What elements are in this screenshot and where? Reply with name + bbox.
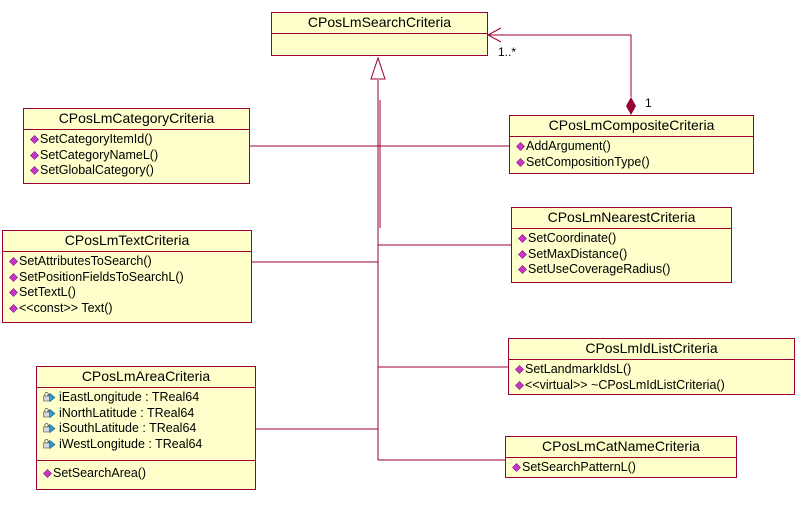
- operations: SetCoordinate()SetMaxDistance()SetUseCov…: [512, 229, 731, 280]
- operation-row: SetCompositionType(): [516, 155, 753, 171]
- generalization-arrowhead: [370, 56, 386, 80]
- operation-text: SetGlobalCategory(): [40, 163, 154, 177]
- operation-row: SetTextL(): [9, 285, 251, 301]
- operation-text: SetCompositionType(): [526, 154, 650, 169]
- attribute-text: iNorthLatitude : TReal64: [59, 405, 195, 420]
- attribute-row: iWestLongitude : TReal64: [43, 437, 255, 453]
- class-name: CPosLmTextCriteria: [3, 231, 251, 252]
- operation-row: SetUseCoverageRadius(): [518, 262, 731, 278]
- class-composite-criteria[interactable]: CPosLmCompositeCriteria AddArgument()Set…: [509, 115, 754, 174]
- operation-diamond-icon: [515, 365, 524, 375]
- operation-text: SetSearchArea(): [53, 466, 147, 480]
- operation-text: SetPositionFieldsToSearchL(): [19, 269, 184, 284]
- operation-text: SetTextL(): [19, 285, 76, 299]
- operation-text: SetCategoryNameL(): [40, 147, 159, 162]
- operation-diamond-icon: [518, 265, 527, 275]
- private-attribute-icon: [43, 423, 56, 434]
- class-idlist-criteria[interactable]: CPosLmIdListCriteria SetLandmarkIdsL()<<…: [508, 338, 795, 395]
- class-name: CPosLmIdListCriteria: [509, 339, 794, 360]
- private-attribute-icon: [43, 392, 56, 403]
- operations: SetLandmarkIdsL()<<virtual>> ~CPosLmIdLi…: [509, 360, 794, 395]
- class-category-criteria[interactable]: CPosLmCategoryCriteria SetCategoryItemId…: [23, 108, 250, 184]
- operation-row: SetGlobalCategory(): [30, 163, 249, 179]
- operation-row: <<const>> Text(): [9, 301, 251, 317]
- operation-row: <<virtual>> ~CPosLmIdListCriteria(): [515, 378, 794, 394]
- operation-row: AddArgument(): [516, 139, 753, 155]
- class-area-criteria[interactable]: CPosLmAreaCriteria iEastLongitude : TRea…: [36, 366, 256, 490]
- operation-row: SetAttributesToSearch(): [9, 254, 251, 270]
- attribute-row: iEastLongitude : TReal64: [43, 390, 255, 406]
- operation-diamond-icon: [30, 135, 39, 145]
- operation-row: SetLandmarkIdsL(): [515, 362, 794, 378]
- operation-diamond-icon: [9, 303, 18, 313]
- operation-diamond-icon: [9, 288, 18, 298]
- operation-diamond-icon: [512, 463, 521, 473]
- operation-text: <<virtual>> ~CPosLmIdListCriteria(): [525, 377, 725, 392]
- operation-text: SetAttributesToSearch(): [19, 254, 152, 268]
- operation-diamond-icon: [518, 249, 527, 259]
- operation-row: SetPositionFieldsToSearchL(): [9, 270, 251, 286]
- class-catname-criteria[interactable]: CPosLmCatNameCriteria SetSearchPatternL(…: [505, 436, 737, 478]
- class-name: CPosLmSearchCriteria: [272, 13, 487, 34]
- operations: SetCategoryItemId()SetCategoryNameL()Set…: [24, 130, 249, 181]
- operations: SetAttributesToSearch()SetPositionFields…: [3, 252, 251, 318]
- operation-diamond-icon: [515, 380, 524, 390]
- class-name: CPosLmCatNameCriteria: [506, 437, 736, 458]
- class-name: CPosLmAreaCriteria: [37, 367, 255, 388]
- operation-row: SetCategoryNameL(): [30, 148, 249, 164]
- class-search-criteria[interactable]: CPosLmSearchCriteria: [271, 12, 488, 56]
- operation-text: SetMaxDistance(): [528, 246, 628, 261]
- operation-row: SetCoordinate(): [518, 231, 731, 247]
- aggregation-line: [488, 34, 632, 97]
- operation-diamond-icon: [30, 166, 39, 176]
- operation-row: SetSearchPatternL(): [512, 460, 736, 476]
- operations: SetSearchArea(): [37, 461, 255, 484]
- operation-text: SetUseCoverageRadius(): [528, 262, 671, 276]
- attribute-row: iNorthLatitude : TReal64: [43, 406, 255, 422]
- operation-text: SetLandmarkIdsL(): [525, 362, 632, 376]
- class-text-criteria[interactable]: CPosLmTextCriteria SetAttributesToSearch…: [2, 230, 252, 323]
- attribute-text: iEastLongitude : TReal64: [59, 390, 200, 404]
- operation-diamond-icon: [9, 272, 18, 282]
- operation-row: SetCategoryItemId(): [30, 132, 249, 148]
- attribute-text: iWestLongitude : TReal64: [59, 436, 203, 451]
- operation-diamond-icon: [9, 257, 18, 267]
- operation-text: SetCoordinate(): [528, 231, 617, 245]
- class-name: CPosLmCategoryCriteria: [24, 109, 249, 130]
- operations: AddArgument()SetCompositionType(): [510, 137, 753, 172]
- operation-diamond-icon: [30, 150, 39, 160]
- multiplicity-many: 1..*: [498, 45, 517, 59]
- operation-row: SetSearchArea(): [43, 466, 255, 482]
- attribute-text: iSouthLatitude : TReal64: [59, 421, 197, 435]
- class-name: CPosLmNearestCriteria: [512, 208, 731, 229]
- operation-diamond-icon: [43, 469, 52, 479]
- operation-row: SetMaxDistance(): [518, 247, 731, 263]
- private-attribute-icon: [43, 438, 56, 449]
- operation-diamond-icon: [516, 157, 525, 167]
- aggregation-diamond: [626, 97, 636, 115]
- operation-text: SetSearchPatternL(): [522, 460, 636, 474]
- operation-diamond-icon: [518, 234, 527, 244]
- class-name: CPosLmCompositeCriteria: [510, 116, 753, 137]
- navigability-arrowhead: [486, 27, 502, 43]
- multiplicity-one: 1: [645, 96, 652, 110]
- operation-text: SetCategoryItemId(): [40, 132, 153, 146]
- attribute-row: iSouthLatitude : TReal64: [43, 421, 255, 437]
- class-nearest-criteria[interactable]: CPosLmNearestCriteria SetCoordinate()Set…: [511, 207, 732, 283]
- operation-text: <<const>> Text(): [19, 300, 113, 315]
- operation-text: AddArgument(): [526, 139, 611, 153]
- operations: SetSearchPatternL(): [506, 458, 736, 478]
- private-attribute-icon: [43, 407, 56, 418]
- operation-diamond-icon: [516, 142, 525, 152]
